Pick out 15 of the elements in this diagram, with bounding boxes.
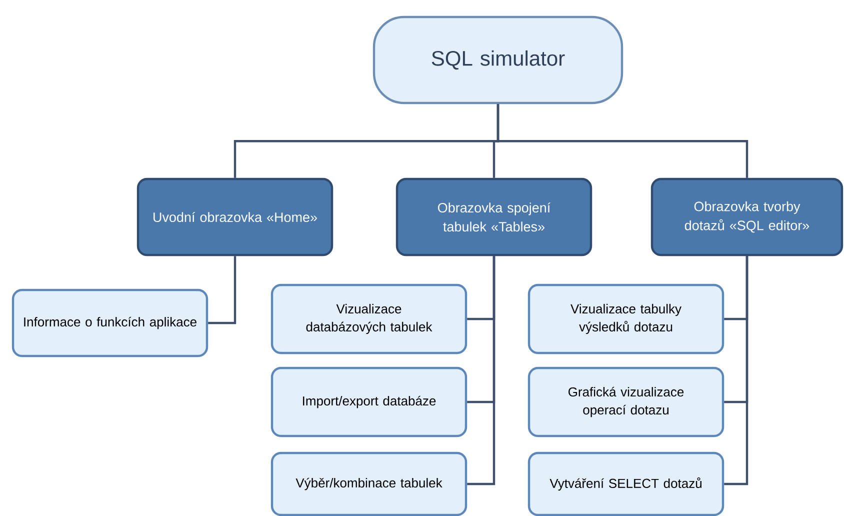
screen-box: Obrazovka spojení tabulek «Tables» <box>396 178 592 256</box>
feature-box: Grafická vizualizace operací dotazu <box>528 366 724 438</box>
connector-line <box>496 104 748 178</box>
screen-box: Uvodní obrazovka «Home» <box>136 178 334 256</box>
feature-box: Informace o funkcích aplikace <box>12 288 208 358</box>
screen-box: Obrazovka tvorby dotazů «SQL editor» <box>650 178 844 256</box>
connector-line <box>467 256 496 486</box>
connector-line <box>724 256 748 486</box>
feature-box: Import/export databáze <box>270 366 468 438</box>
feature-box: Vizualizace databázových tabulek <box>270 284 468 354</box>
feature-box: Vytváření SELECT dotazů <box>528 452 724 516</box>
feature-box: Vizualizace tabulky výsledků dotazu <box>528 284 724 354</box>
feature-box: Výběr/kombinace tabulek <box>270 452 468 516</box>
root-box: SQL simulator <box>372 16 624 104</box>
connector-line <box>208 256 236 324</box>
